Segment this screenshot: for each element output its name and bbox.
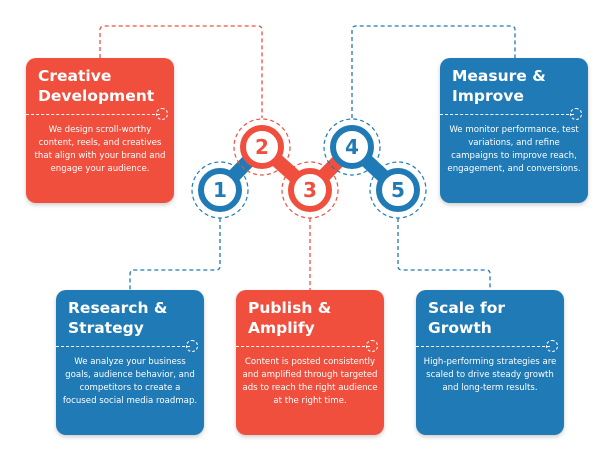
step-4-ring (323, 118, 381, 176)
connector-2 (99, 25, 263, 118)
step-1-ring (191, 161, 249, 219)
card-description: Content is posted consistently and ampli… (242, 357, 378, 406)
card-title: Scale for Growth (428, 299, 506, 337)
dot-icon (366, 340, 378, 352)
card-description: High-performing strategies are scaled to… (423, 357, 557, 393)
dot-icon (156, 108, 168, 120)
divider (440, 114, 574, 115)
card-title: Publish & Amplify (248, 299, 332, 337)
card-creative-development: Creative Development We design scroll-wo… (26, 58, 174, 203)
divider (26, 114, 160, 115)
step-1-circle (198, 168, 242, 212)
divider (236, 346, 370, 347)
step-2-circle (240, 125, 284, 169)
step-3-circle (288, 168, 332, 212)
card-description: We analyze your business goals, audience… (62, 357, 198, 406)
card-scale-growth: Scale for Growth High-performing strateg… (416, 290, 564, 435)
card-measure-improve: Measure & Improve We monitor performance… (440, 58, 588, 203)
step-3-ring (281, 161, 339, 219)
card-description: We design scroll-worthy content, reels, … (34, 125, 166, 174)
dot-icon (546, 340, 558, 352)
step-5-ring (369, 161, 427, 219)
card-title: Measure & Improve (452, 67, 546, 105)
step-5-circle (376, 168, 420, 212)
card-publish-amplify: Publish & Amplify Content is posted cons… (236, 290, 384, 435)
card-title: Research & Strategy (68, 299, 168, 337)
card-description: We monitor performance, test variations,… (447, 125, 581, 174)
divider (416, 346, 550, 347)
card-research-strategy: Research & Strategy We analyze your busi… (56, 290, 204, 435)
step-4-number: 4 (345, 135, 359, 159)
connector-4 (351, 25, 516, 118)
step-2-number: 2 (255, 135, 269, 159)
connector-1 (129, 218, 221, 290)
step-4-circle (330, 125, 374, 169)
connector-5 (397, 218, 491, 290)
step-3-number: 3 (303, 178, 317, 202)
step-5-number: 5 (391, 178, 405, 202)
divider (56, 346, 190, 347)
dot-icon (570, 108, 582, 120)
card-title: Creative Development (38, 67, 155, 105)
step-2-ring (233, 118, 291, 176)
dot-icon (186, 340, 198, 352)
step-1-number: 1 (213, 178, 227, 202)
